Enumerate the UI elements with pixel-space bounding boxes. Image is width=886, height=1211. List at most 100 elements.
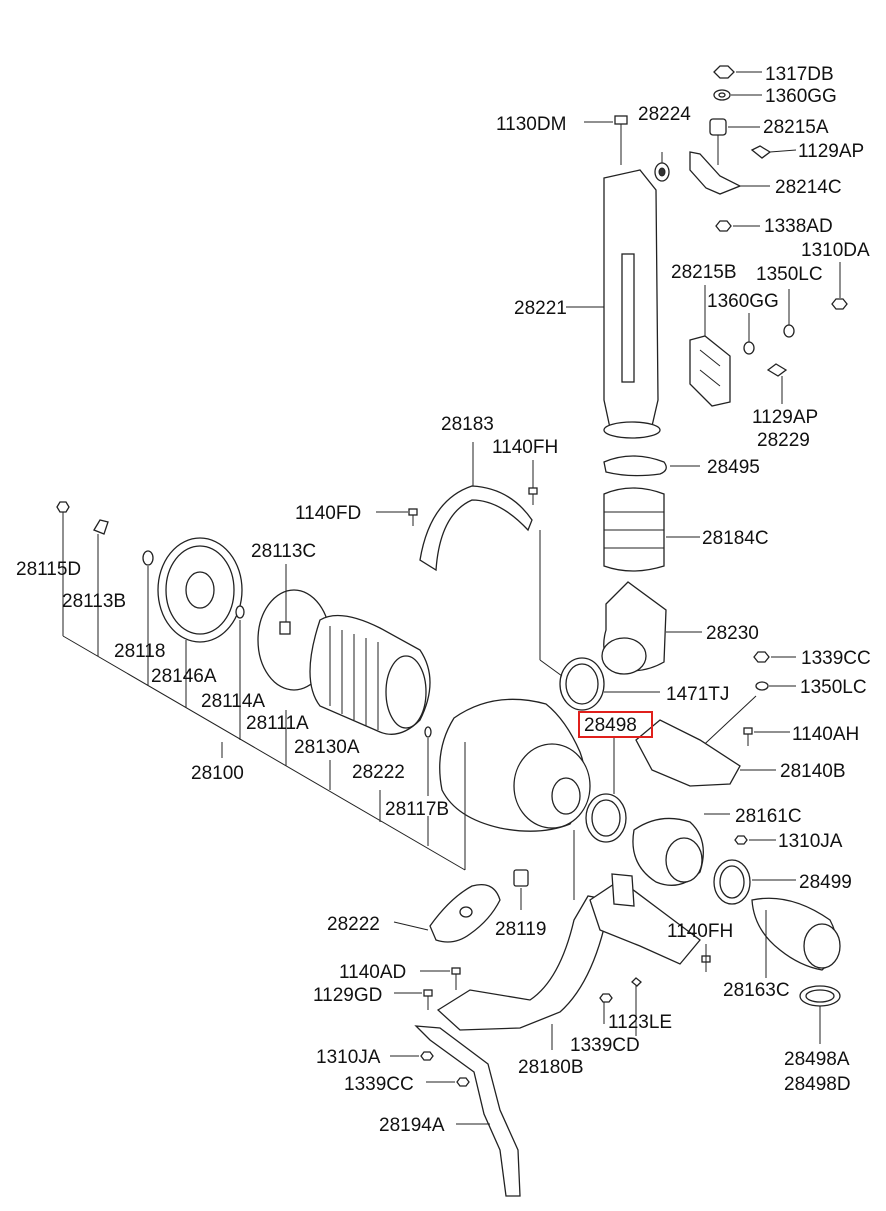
label-1140FD: 1140FD [295,503,361,524]
bolt-1140FD [376,508,418,526]
bolt-1140AH [743,727,790,746]
label-28163C: 28163C [723,980,790,1001]
label-1129GD: 1129GD [313,985,382,1006]
bracket-28140B [635,719,776,787]
cover-28146A [157,537,243,658]
bolt-1129AP-top [750,145,797,159]
elbow-28222-low [393,883,501,943]
label-1129AP-top: 1129AP [798,141,864,162]
label-28140B: 28140B [780,761,846,782]
clamp-28498 [578,711,653,843]
label-1339CC-right: 1339CC [801,648,871,669]
nut-1310JA-low [390,1051,434,1061]
label-1317DB: 1317DB [765,64,834,85]
label-1310JA-right: 1310JA [778,831,843,852]
label-28183: 28183 [441,414,494,435]
label-1140AD: 1140AD [339,962,406,983]
grommet-28224 [654,152,670,182]
washer-1350LC-top [783,289,795,338]
bolt-1140FH-low [701,944,711,972]
bolt-1140AD [420,967,461,990]
label-1129AP-mid: 1129AP [752,407,818,428]
label-1140FH-top: 1140FH [492,437,558,458]
label-1339CC-low: 1339CC [344,1074,414,1095]
label-28180B: 28180B [518,1057,584,1078]
washer-28114A [235,605,245,684]
label-28499: 28499 [799,872,852,893]
clamp-28499 [713,859,796,905]
label-1339CD: 1339CD [570,1035,640,1056]
label-28184C: 28184C [702,528,769,549]
label-28161C: 28161C [735,806,802,827]
label-1310JA-low: 1310JA [316,1047,381,1068]
label-28113C: 28113C [251,541,316,562]
washer-1360GG-mid [743,313,755,355]
label-28115D: 28115D [16,559,81,580]
label-1338AD: 1338AD [764,216,833,237]
hose-28161C [632,813,730,886]
nut-1338AD [715,220,760,232]
label-28224: 28224 [638,104,691,125]
label-1310DA: 1310DA [801,240,870,261]
label-28498: 28498 [584,715,637,736]
nut-1339CC-right [753,651,796,663]
label-1130DM: 1130DM [496,114,566,135]
nut-1310JA-right [734,835,776,845]
label-1350LC-top: 1350LC [756,264,823,285]
seal-28495 [603,455,700,477]
clamp-28498A [799,985,841,1044]
washer-1360GG-top [713,89,762,101]
bolt-1130DM [584,115,628,165]
nut-28115D [56,501,70,556]
plate-1123LE [589,873,701,1024]
label-28229: 28229 [757,430,810,451]
duct-28230 [601,581,702,675]
label-28119: 28119 [495,919,546,940]
label-28117B: 28117B [385,799,449,820]
bracket-28215B [689,285,731,407]
snorkel-28221 [566,169,661,439]
label-28194A: 28194A [379,1115,445,1136]
label-28100: 28100 [191,763,244,784]
label-28222-low: 28222 [327,914,380,935]
label-28498A: 28498A [784,1049,850,1070]
label-28118: 28118 [114,641,165,662]
label-1140AH: 1140AH [792,724,859,745]
label-1360GG-mid: 1360GG [707,291,779,312]
hose-28163C [751,897,841,978]
housing-28222 [439,698,591,832]
label-28130A: 28130A [294,737,360,758]
bolt-1140FH-top [528,460,538,505]
label-1471TJ: 1471TJ [666,684,729,705]
clamp-28215A [709,118,760,165]
label-28230: 28230 [706,623,759,644]
label-28214C: 28214C [775,177,842,198]
bracket-28180B [436,830,611,1050]
label-28222-mid: 28222 [352,762,405,783]
part-labels: 1317DB 1360GG 1130DM 28224 28215A 1129AP… [16,64,871,1136]
bracket-28183 [419,442,533,572]
label-1360GG-top: 1360GG [765,86,837,107]
nut-1317DB [713,65,762,79]
label-28114A: 28114A [201,691,265,712]
nut-1339CD [599,977,642,1036]
label-28111A: 28111A [246,713,309,734]
label-1123LE: 1123LE [608,1012,672,1033]
label-28146A: 28146A [151,666,217,687]
element-28130A [309,614,431,735]
label-1140FH-low: 1140FH [667,921,733,942]
clip-28117B [424,726,432,796]
hose-28184C [603,487,700,572]
nut-1339CC-low [426,1077,470,1087]
label-28113B: 28113B [62,591,126,612]
plug-28119 [513,869,529,910]
bracket-28214C [689,151,770,195]
bolt-1129AP-mid [766,363,788,404]
wingnut-28113B [93,519,109,586]
leader-lines-28100 [62,556,466,871]
label-28495: 28495 [707,457,760,478]
label-28498D: 28498D [784,1074,851,1095]
bolt-1129GD [394,989,433,1010]
